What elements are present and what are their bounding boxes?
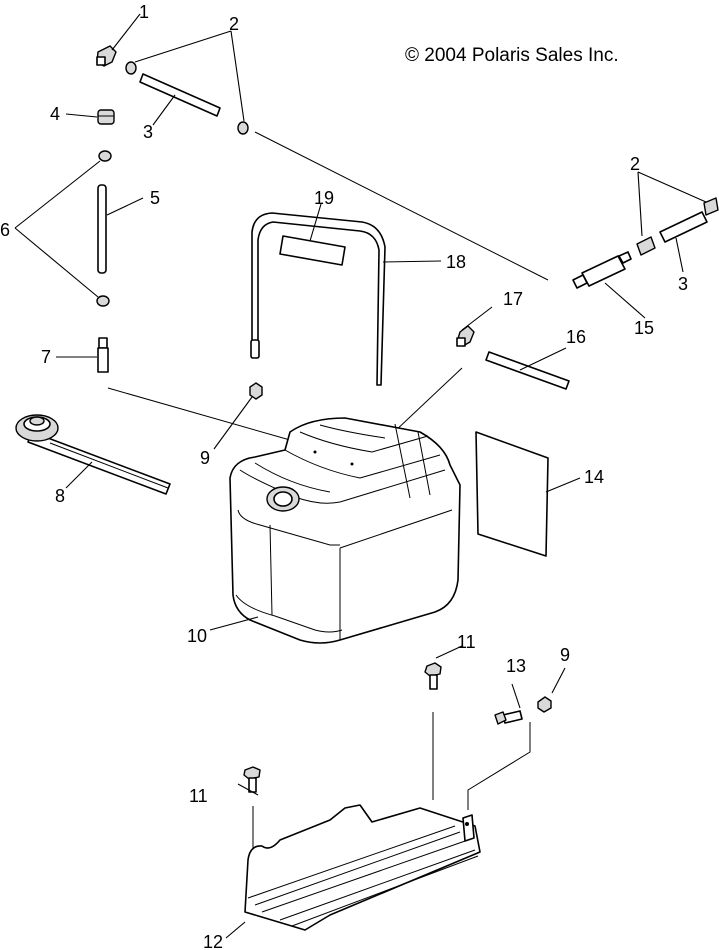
callout-4: 4 (50, 104, 60, 124)
part-6-plug-bottom (96, 295, 110, 307)
part-9-nut-lower (537, 696, 552, 713)
part-3-hose-right (659, 211, 708, 243)
part-10-fuel-tank (229, 417, 461, 644)
part-7-fitting (97, 337, 109, 373)
callout-9-lower: 9 (560, 645, 570, 665)
callout-8: 8 (55, 486, 65, 506)
callout-16: 16 (566, 327, 586, 347)
copyright-text: © 2004 Polaris Sales Inc. (405, 45, 619, 66)
part-15-filter (572, 251, 632, 289)
callout-2-right: 2 (630, 154, 640, 174)
alignment-line-fitting (107, 387, 291, 441)
callout-15: 15 (634, 318, 654, 338)
part-6-plug-top (98, 150, 112, 162)
part-2-cap-a (125, 61, 137, 75)
part-2-cap-c (636, 236, 656, 256)
callout-18: 18 (446, 252, 466, 272)
callout-3-right: 3 (678, 274, 688, 294)
part-1-elbow-fitting (96, 45, 117, 67)
callout-19: 19 (314, 188, 334, 208)
leader-lines (14, 13, 707, 939)
callout-1: 1 (139, 2, 149, 22)
alignment-line-bolt-13 (467, 722, 531, 810)
callout-7: 7 (41, 347, 51, 367)
part-9-nut-upper (249, 382, 263, 400)
callout-12: 12 (203, 932, 223, 950)
part-4-grommet (97, 109, 115, 125)
callout-2-top: 2 (229, 14, 239, 34)
callout-11-upper: 11 (457, 632, 476, 652)
callout-11-lower: 11 (189, 786, 208, 806)
part-2-cap-b (237, 121, 249, 135)
callout-6: 6 (0, 220, 10, 240)
part-16-hose (485, 351, 570, 390)
callout-17: 17 (503, 289, 523, 309)
part-8-fuel-gauge-sender (15, 414, 171, 495)
callout-9-upper: 9 (200, 448, 210, 468)
part-12-skid-plate (244, 804, 481, 931)
alignment-line-vent (254, 131, 549, 281)
part-13-bolt (494, 710, 523, 725)
callout-5: 5 (150, 188, 160, 208)
part-5-tube (97, 184, 107, 274)
callout-10: 10 (187, 626, 207, 646)
callout-13: 13 (506, 656, 526, 676)
part-11-bolt-upper (424, 662, 442, 690)
part-14-pad (475, 431, 549, 557)
part-18-strap-bracket (250, 212, 386, 386)
part-17-elbow (456, 325, 475, 347)
part-3-hose-top (139, 73, 221, 117)
part-2-cap-d (703, 197, 719, 216)
part-19-decal (279, 235, 346, 266)
callout-14: 14 (584, 467, 604, 487)
callout-3-top: 3 (143, 122, 153, 142)
